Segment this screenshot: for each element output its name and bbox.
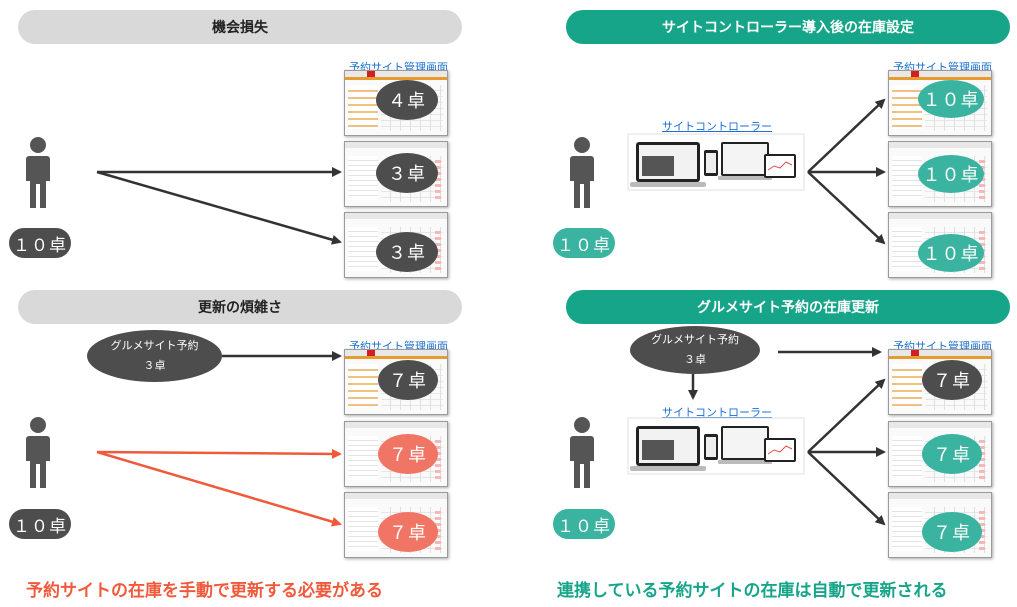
person-icon: [570, 417, 594, 488]
inventory-badge: ７卓: [922, 512, 982, 552]
person-icon: [570, 137, 594, 208]
inventory-badge: ７卓: [378, 512, 438, 552]
inventory-badge: ７卓: [922, 360, 982, 400]
inventory-badge: ７卓: [378, 434, 438, 474]
section-title-after-controller: サイトコントローラー導入後の在庫設定: [566, 10, 1010, 44]
footer-left-caption: 予約サイトの在庫を手動で更新する必要がある: [26, 581, 383, 601]
person-icon: [26, 417, 50, 488]
gourmet-site-count: ３卓: [684, 353, 706, 366]
caption-site-controller: サイトコントローラー: [662, 120, 772, 133]
section-title-update-hassle: 更新の煩雑さ: [18, 290, 462, 324]
gourmet-site-label: グルメサイト予約: [110, 339, 199, 352]
gourmet-site-label: グルメサイト予約: [651, 333, 739, 346]
gourmet-site-reservation: グルメサイト予約 ３卓: [87, 330, 222, 382]
arrow-manual-2: [96, 450, 342, 527]
user-table-count: １０卓: [9, 509, 71, 539]
gourmet-site-count: ３卓: [143, 359, 166, 372]
inventory-badge: １０卓: [918, 155, 984, 193]
gourmet-site-reservation: グルメサイト予約 ３卓: [630, 326, 760, 374]
site-controller-devices-icon: [627, 417, 805, 475]
inventory-badge: １０卓: [918, 234, 984, 272]
arrow-ctrl-1: [807, 98, 886, 173]
arrow-loss-2: [96, 170, 342, 245]
arrow-manual-1: [96, 448, 342, 459]
inventory-badge: ３卓: [376, 153, 438, 193]
inventory-badge: １０卓: [918, 80, 984, 118]
user-table-count: １０卓: [9, 228, 71, 258]
inventory-badge: ７卓: [922, 434, 982, 474]
caption-site-controller: サイトコントローラー: [662, 406, 772, 419]
arrow-ctrl-3: [807, 171, 886, 245]
footer-right-caption: 連携している予約サイトの在庫は自動で更新される: [557, 581, 948, 601]
inventory-badge: ４卓: [376, 80, 438, 120]
section-title-gourmet-update: グルメサイト予約の在庫更新: [566, 290, 1010, 324]
arrow-ctrl-4: [807, 378, 886, 453]
section-title-opportunity-loss: 機会損失: [18, 10, 462, 44]
arrow-ctrl-6: [807, 451, 886, 526]
user-table-count: １０卓: [553, 228, 615, 258]
site-controller-devices-icon: [627, 133, 805, 191]
user-table-count: １０卓: [553, 509, 615, 539]
person-icon: [26, 137, 50, 208]
inventory-badge: ３卓: [376, 232, 438, 272]
inventory-badge: ７卓: [378, 360, 438, 400]
